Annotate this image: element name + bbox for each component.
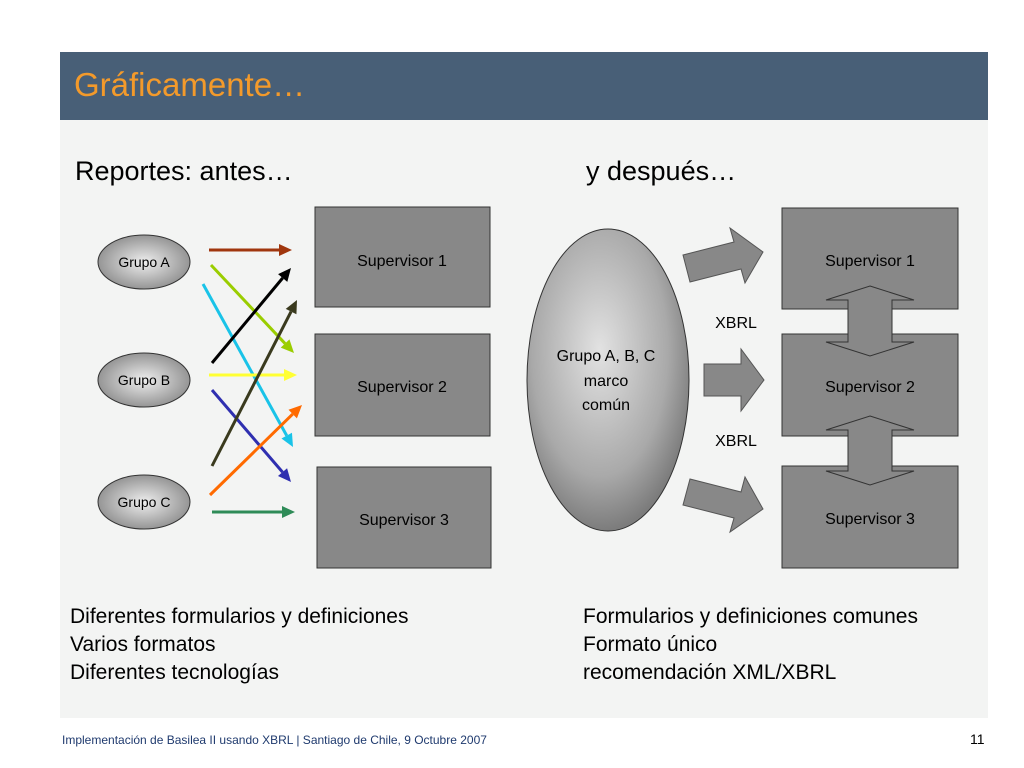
bullet-before-2: Varios formatos — [70, 633, 216, 656]
connector-arrow-3 — [201, 283, 289, 437]
common-frame-line-2: marco — [584, 373, 629, 390]
left-arrows — [201, 244, 302, 518]
connector-arrowhead-3 — [281, 432, 293, 447]
group-a-node: Grupo A — [97, 234, 191, 290]
bullets-before: Diferentes formularios y definiciones Va… — [70, 603, 408, 687]
double-arrows — [825, 285, 915, 486]
connector-arrowhead-7 — [285, 300, 297, 315]
common-frame-line-3: común — [582, 397, 630, 414]
bullet-after-3: recomendación XML/XBRL — [583, 661, 837, 684]
title-bar: Gráficamente… — [60, 52, 988, 120]
connector-arrowhead-5 — [284, 369, 297, 381]
common-frame-node: Grupo A, B, C marco común — [526, 228, 690, 532]
group-a-label: Grupo A — [118, 254, 170, 270]
bullet-before-3: Diferentes tecnologías — [70, 661, 279, 684]
right-supervisor-1-label: Supervisor 1 — [825, 253, 915, 270]
connector-arrowhead-4 — [278, 268, 291, 282]
page-number: 11 — [970, 731, 985, 747]
right-supervisor-2-label: Supervisor 2 — [825, 379, 915, 396]
group-c-label: Grupo C — [118, 494, 171, 510]
common-frame-line-1: Grupo A, B, C — [557, 348, 656, 365]
block-arrow-top — [682, 226, 764, 285]
left-supervisor-1: Supervisor 1 — [314, 206, 491, 308]
right-supervisor-3-label: Supervisor 3 — [825, 511, 915, 528]
connector-arrow-7 — [210, 310, 293, 467]
connector-arrowhead-8 — [288, 405, 302, 419]
double-arrow-lower — [825, 415, 915, 486]
block-arrow-middle — [703, 347, 765, 413]
connector-arrowhead-1 — [279, 244, 292, 256]
left-supervisor-2: Supervisor 2 — [314, 333, 491, 437]
slide-title: Gráficamente… — [74, 66, 306, 103]
group-c-node: Grupo C — [97, 474, 191, 530]
xbrl-label-1: XBRL — [715, 315, 757, 332]
xbrl-label-2: XBRL — [715, 433, 757, 450]
connector-arrow-8 — [208, 413, 294, 497]
group-b-label: Grupo B — [118, 372, 170, 388]
double-arrow-upper — [825, 285, 915, 357]
bullet-before-1: Diferentes formularios y definiciones — [70, 605, 409, 628]
heading-before: Reportes: antes… — [75, 156, 293, 186]
bullet-after-2: Formato único — [583, 633, 718, 656]
left-supervisor-1-label: Supervisor 1 — [357, 253, 447, 270]
bullets-after: Formularios y definiciones comunes Forma… — [583, 603, 918, 687]
connector-arrow-4 — [210, 277, 284, 364]
heading-after: y después… — [586, 156, 737, 186]
group-b-node: Grupo B — [97, 352, 191, 408]
connector-arrowhead-9 — [282, 506, 295, 518]
left-supervisor-3-label: Supervisor 3 — [359, 512, 449, 529]
left-supervisor-3: Supervisor 3 — [316, 466, 492, 569]
block-arrows — [682, 226, 765, 534]
connector-arrow-6 — [210, 389, 284, 474]
connector-arrowhead-2 — [280, 339, 294, 353]
left-supervisor-2-label: Supervisor 2 — [357, 379, 447, 396]
connector-arrowhead-6 — [277, 468, 291, 482]
block-arrow-bottom — [682, 475, 764, 534]
connector-arrow-2 — [209, 263, 287, 345]
footer-text: Implementación de Basilea II usando XBRL… — [62, 733, 487, 747]
bullet-after-1: Formularios y definiciones comunes — [583, 605, 918, 628]
